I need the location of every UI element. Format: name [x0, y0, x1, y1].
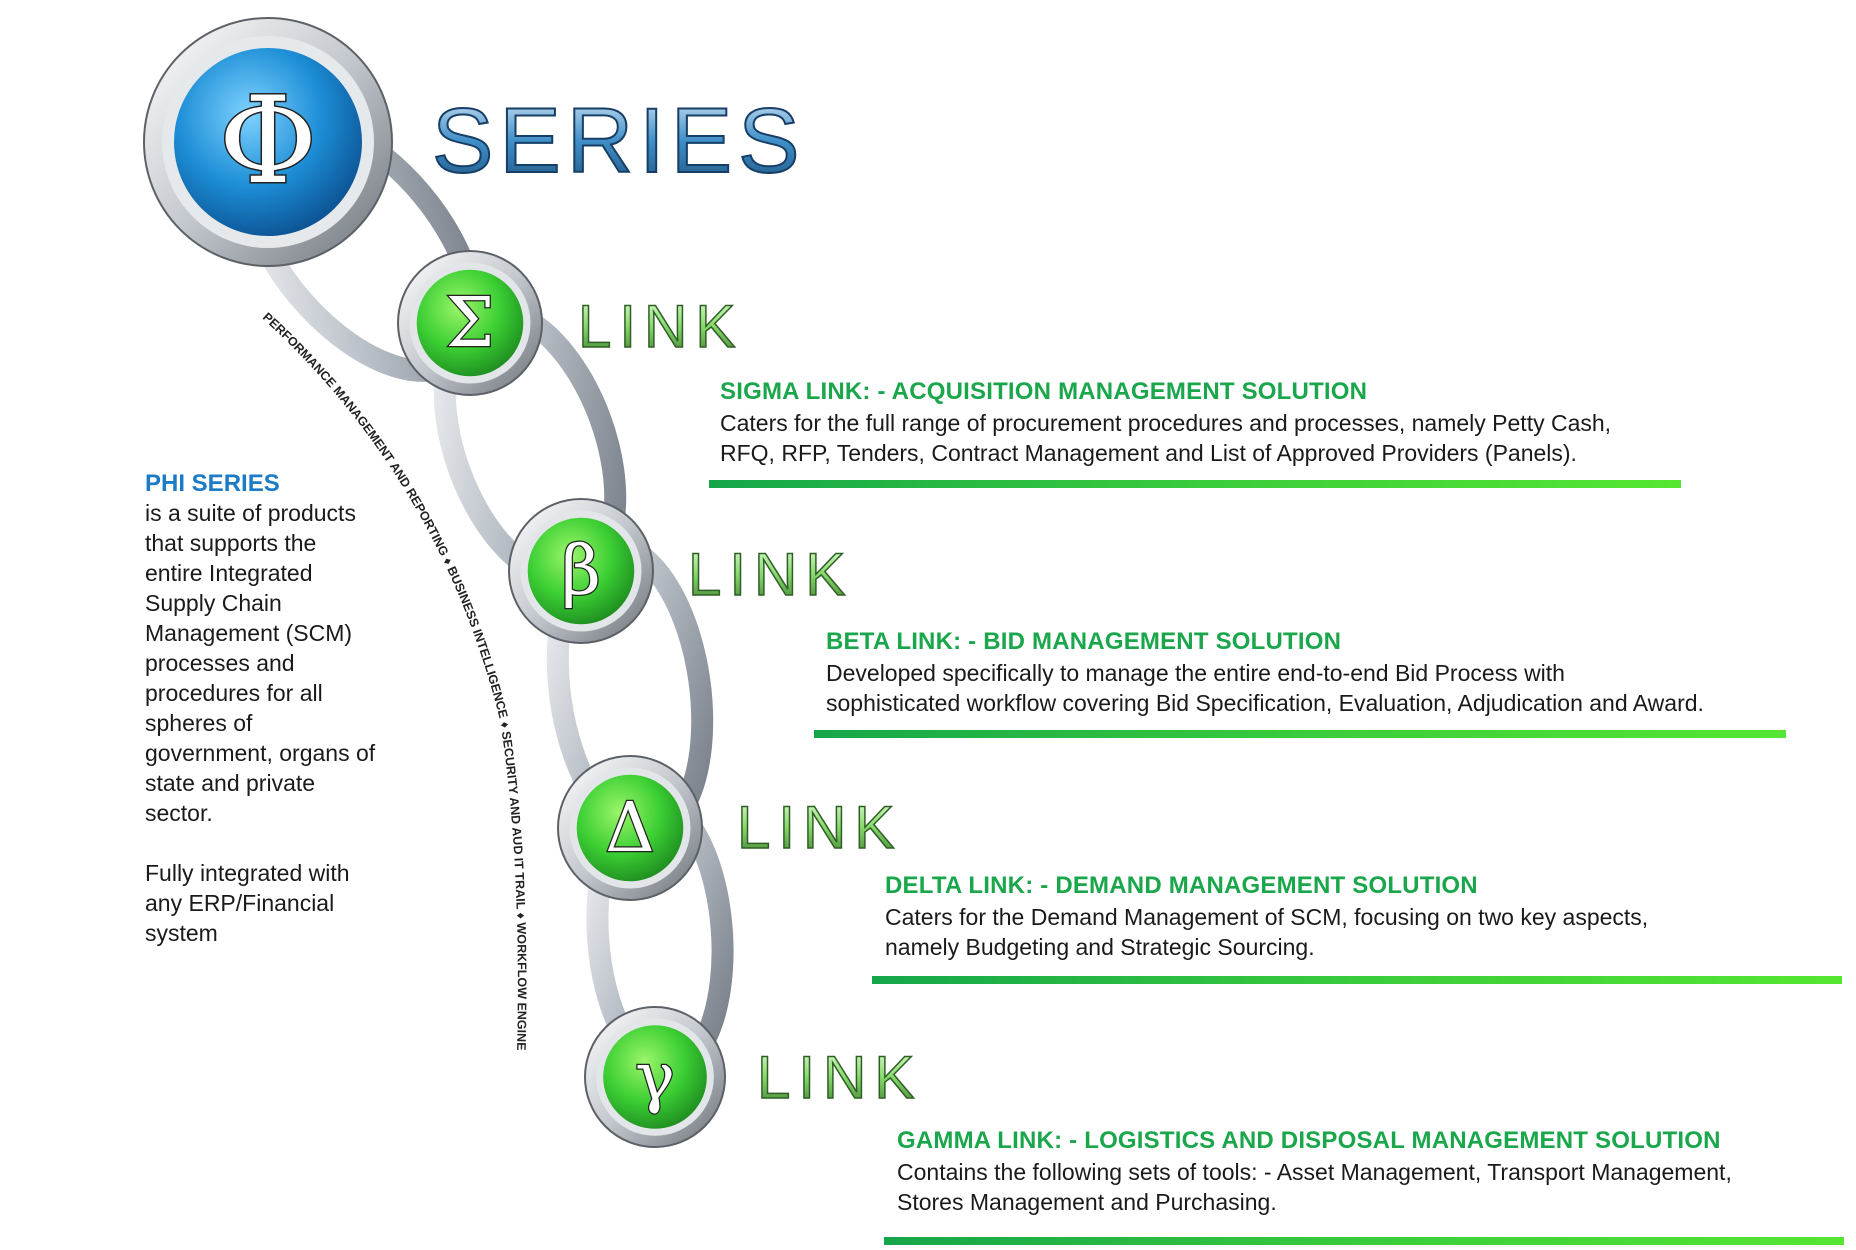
phi-series-line: processes and — [145, 650, 295, 676]
sigma-symbol: Σ — [446, 284, 494, 363]
phi-series-line: government, organs of — [145, 740, 376, 766]
phi-series-title: PHI SERIES — [145, 470, 280, 497]
beta-link-rule — [814, 730, 1786, 738]
beta-link-description: Developed specifically to manage the ent… — [826, 658, 1846, 718]
gamma-link-block: GAMMA LINK: - LOGISTICS AND DISPOSAL MAN… — [897, 1127, 1847, 1217]
sigma-link-line: Caters for the full range of procurement… — [720, 410, 1612, 436]
sigma-link-heading: SIGMA LINK: - ACQUISITION MANAGEMENT SOL… — [720, 378, 1368, 405]
delta-symbol: Δ — [605, 789, 654, 868]
beta-link-heading: BETA LINK: - BID MANAGEMENT SOLUTION — [826, 628, 1342, 655]
phi-series-line: state and private — [145, 770, 316, 796]
gamma-link-node: γ LINK — [584, 1006, 922, 1148]
phi-series-line: is a suite of products — [145, 500, 356, 526]
phi-series-line: any ERP/Financial — [145, 890, 335, 916]
sigma-link-block: SIGMA LINK: - ACQUISITION MANAGEMENT SOL… — [720, 378, 1820, 468]
beta-link-node: β LINK — [508, 498, 853, 644]
gamma-link-description: Contains the following sets of tools: - … — [897, 1157, 1847, 1217]
phi-series-line: that supports the — [145, 530, 317, 556]
delta-link-rule — [872, 976, 1842, 984]
phi-series-line: entire Integrated — [145, 560, 313, 586]
beta-symbol: β — [561, 532, 601, 611]
beta-link-word: LINK — [688, 541, 853, 608]
gamma-symbol: γ — [635, 1037, 675, 1115]
phi-series-description: PHI SERIES is a suite of products that su… — [145, 470, 435, 948]
gamma-link-line: Stores Management and Purchasing. — [897, 1189, 1277, 1215]
phi-node: Φ — [143, 17, 393, 267]
delta-link-word: LINK — [737, 794, 902, 861]
delta-link-line: Caters for the Demand Management of SCM,… — [885, 904, 1649, 930]
sigma-link-description: Caters for the full range of procurement… — [720, 408, 1820, 468]
phi-series-line: system — [145, 920, 218, 946]
phi-series-line: Supply Chain — [145, 590, 282, 616]
phi-symbol: Φ — [219, 72, 317, 211]
phi-series-line: Fully integrated with — [145, 860, 350, 886]
phi-series-integration-text: Fully integrated with any ERP/Financial sy… — [145, 858, 435, 948]
beta-link-line: Developed specifically to manage the ent… — [826, 660, 1565, 686]
beta-link-block: BETA LINK: - BID MANAGEMENT SOLUTION Dev… — [826, 628, 1846, 718]
gamma-link-heading: GAMMA LINK: - LOGISTICS AND DISPOSAL MAN… — [897, 1127, 1721, 1154]
sigma-link-node: Σ LINK — [397, 250, 743, 396]
delta-link-description: Caters for the Demand Management of SCM,… — [885, 902, 1845, 962]
sigma-link-line: RFQ, RFP, Tenders, Contract Management a… — [720, 440, 1577, 466]
beta-link-line: sophisticated workflow covering Bid Spec… — [826, 690, 1704, 716]
sigma-link-rule — [709, 480, 1681, 488]
phi-series-line: Management (SCM) — [145, 620, 353, 646]
phi-series-line: procedures for all — [145, 680, 323, 706]
gamma-link-line: Contains the following sets of tools: - … — [897, 1159, 1732, 1185]
delta-link-heading: DELTA LINK: - DEMAND MANAGEMENT SOLUTION — [885, 872, 1478, 899]
series-title: SERIES — [432, 90, 805, 192]
delta-link-line: namely Budgeting and Strategic Sourcing. — [885, 934, 1315, 960]
delta-link-node: Δ LINK — [557, 755, 902, 901]
gamma-link-word: LINK — [757, 1044, 922, 1111]
delta-link-block: DELTA LINK: - DEMAND MANAGEMENT SOLUTION… — [885, 872, 1845, 962]
gamma-link-rule — [884, 1237, 1844, 1245]
phi-series-text: is a suite of products that supports the e… — [145, 498, 435, 828]
phi-series-line: spheres of — [145, 710, 253, 736]
sigma-link-word: LINK — [578, 293, 743, 360]
phi-series-line: sector. — [145, 800, 213, 826]
